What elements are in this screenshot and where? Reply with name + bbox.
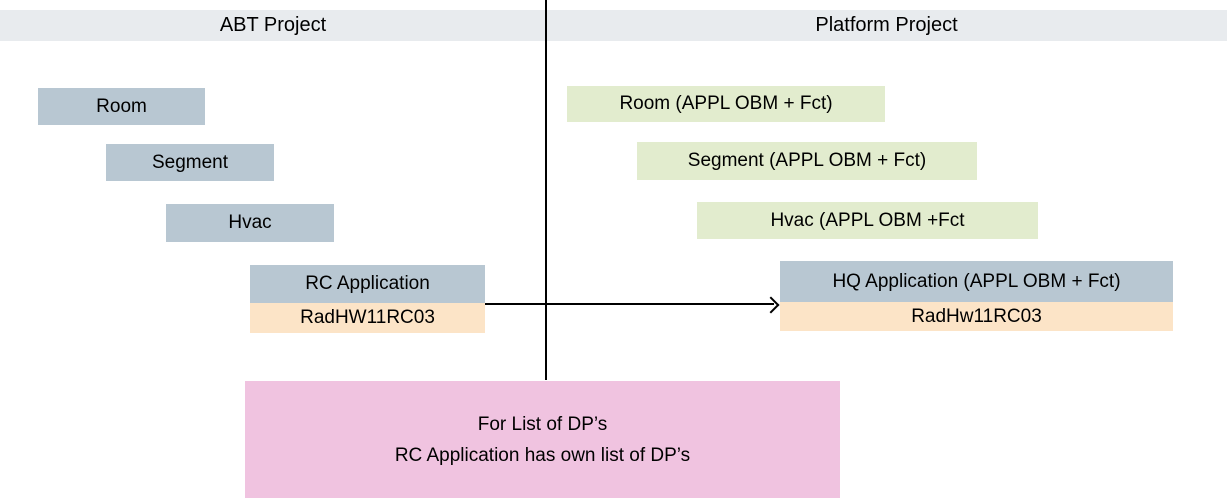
platform-hq-application-box: HQ Application (APPL OBM + Fct) xyxy=(780,261,1173,302)
column-divider-line xyxy=(545,0,547,380)
header-band xyxy=(0,10,1227,41)
abt-project-title: ABT Project xyxy=(219,14,327,36)
platform-hvac-box: Hvac (APPL OBM +Fct xyxy=(697,202,1038,239)
dp-list-note-box: For List of DP’s RC Application has own … xyxy=(245,381,840,498)
dp-list-note-line1: For List of DP’s xyxy=(477,413,608,435)
abt-radhw11rc03-box: RadHW11RC03 xyxy=(250,303,485,333)
rc-to-hq-arrow-line xyxy=(485,303,774,305)
platform-segment-box: Segment (APPL OBM + Fct) xyxy=(637,142,977,180)
platform-room-box: Room (APPL OBM + Fct) xyxy=(567,86,885,122)
abt-segment-box: Segment xyxy=(106,144,274,181)
platform-radhw11rc03-box: RadHw11RC03 xyxy=(780,302,1173,331)
abt-room-box: Room xyxy=(38,88,205,125)
platform-project-title: Platform Project xyxy=(815,14,958,36)
rc-to-hq-arrow-head-icon xyxy=(762,296,780,314)
dp-list-note-line2: RC Application has own list of DP’s xyxy=(394,444,691,466)
abt-rc-application-box: RC Application xyxy=(250,265,485,303)
abt-hvac-box: Hvac xyxy=(166,204,334,242)
